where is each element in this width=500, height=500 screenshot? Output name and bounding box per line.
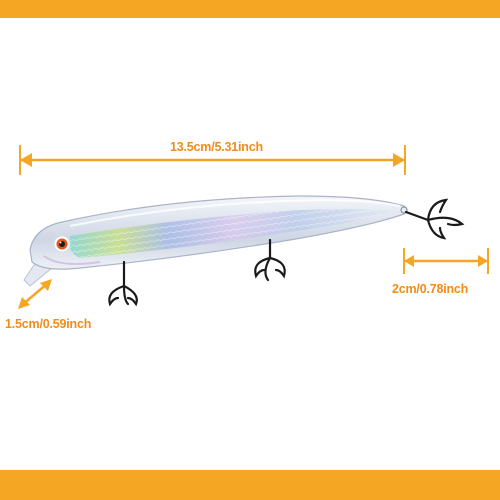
middle-treble-hook	[254, 238, 286, 282]
hook-gap-measurement-label: 2cm/0.78inch	[392, 282, 469, 296]
bottom-orange-band	[0, 470, 500, 500]
tail-treble-hook	[404, 198, 465, 240]
lip-dimension-arrow	[18, 279, 52, 309]
hook-gap-dimension-arrow	[403, 248, 489, 274]
front-treble-hook	[108, 260, 138, 307]
length-dimension-arrow	[19, 145, 406, 175]
lure-eye	[53, 235, 71, 253]
lip-measurement-label: 1.5cm/0.59inch	[5, 317, 92, 331]
lure-body	[29, 195, 408, 270]
length-measurement-label: 13.5cm/5.31inch	[170, 140, 263, 154]
top-orange-band	[0, 0, 500, 18]
